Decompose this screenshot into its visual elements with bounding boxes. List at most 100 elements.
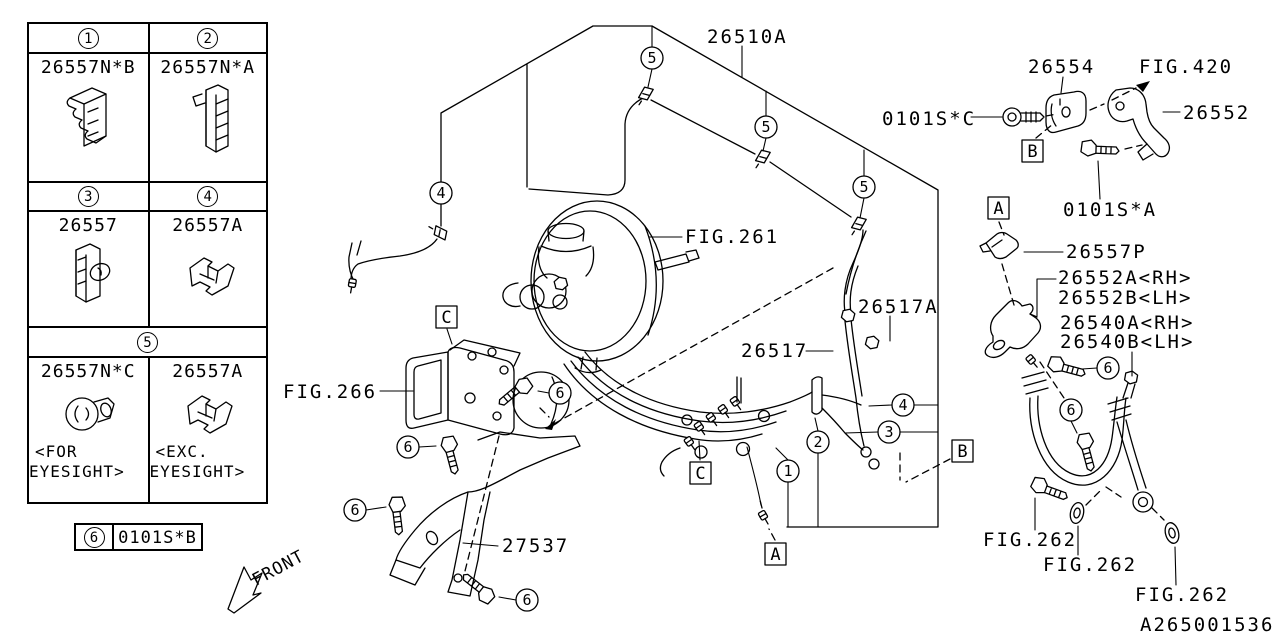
clip-icon-26557a (189, 257, 235, 296)
callout-1: 1 (776, 459, 800, 483)
svg-text:C: C (695, 464, 705, 484)
legend-cell-4: 26557A (147, 212, 267, 326)
front-arrow: FRONT (227, 546, 308, 614)
hardware-legend-box: 6 0101S*B (74, 523, 203, 551)
label-fig261: FIG.261 (685, 226, 779, 248)
dashed-reference-lines (463, 87, 1165, 576)
clip-icon-26557a-2 (187, 395, 233, 434)
hardware-legend-number: 6 (76, 525, 114, 549)
circled-number-6: 6 (83, 526, 105, 548)
label-fig266: FIG.266 (283, 381, 377, 403)
legend-cell-5-header: 5 (29, 328, 266, 358)
legend-cell-5-left: 26557N*C <FOR EYESIGHT> (29, 358, 148, 502)
clip-icon-26557 (75, 243, 111, 303)
circled-number-1: 1 (77, 27, 99, 49)
circled-number-4: 4 (197, 186, 219, 207)
note-line: <FOR (35, 442, 78, 461)
part-number: 26557A (172, 361, 244, 382)
callout-6-bracket-left: 6 (343, 498, 367, 522)
svg-text:6: 6 (350, 501, 359, 519)
circled-number-3: 3 (77, 186, 99, 207)
abs-unit (405, 328, 570, 436)
ref-letter-boxes: C C A B B A (435, 139, 1044, 566)
callout-2: 2 (806, 430, 830, 454)
svg-text:2: 2 (813, 433, 822, 451)
part-number: 26557A (172, 215, 244, 236)
label-fig420: FIG.420 (1139, 56, 1233, 78)
label-0101s-c: 0101S*C (882, 108, 976, 130)
ref-box-c-lower: C (689, 461, 712, 485)
legend-cell-2-header: 2 (147, 24, 267, 52)
callout-6-bracket-top: 6 (396, 435, 420, 459)
legend-cell-2: 26557N*A (147, 54, 267, 181)
legend-cell-3: 26557 (29, 212, 148, 326)
svg-text:A: A (993, 199, 1003, 219)
label-26552: 26552 (1183, 102, 1250, 124)
label-fig262-mid: FIG.262 (1043, 554, 1137, 576)
label-fig262-right: FIG.262 (1135, 584, 1229, 606)
brake-pipe-lines (348, 96, 867, 506)
label-26552b-lh: 26552B<LH> (1058, 287, 1192, 309)
svg-text:4: 4 (436, 184, 445, 202)
svg-text:C: C (441, 308, 451, 328)
ref-box-c-upper: C (435, 305, 458, 329)
clip-icon-26557na (192, 84, 229, 153)
bolt-icons (387, 107, 1120, 607)
label-26557p: 26557P (1066, 241, 1147, 263)
svg-text:6: 6 (1066, 401, 1075, 419)
clip-icon-26557nb (66, 87, 107, 147)
right-side-parts (979, 87, 1171, 359)
dashed-arrowheads (545, 81, 1150, 430)
note-line: <EXC. (155, 442, 209, 461)
pipe-clips (428, 84, 870, 244)
callout-5-a: 5 (640, 46, 664, 70)
label-fig262-left: FIG.262 (983, 529, 1077, 551)
clip-legend-table: 1 2 26557N*B 26557N*A (27, 22, 268, 504)
svg-text:B: B (1027, 142, 1037, 162)
svg-text:4: 4 (898, 396, 907, 414)
label-26510a: 26510A (707, 26, 788, 48)
drawing-code: A265001536 (1140, 614, 1274, 636)
callout-6-bracket-bottom: 6 (515, 588, 539, 612)
svg-text:6: 6 (555, 384, 564, 402)
ref-box-b-mid: B (951, 439, 974, 463)
part-number: 26557N*A (160, 57, 256, 78)
callouts: 4 5 5 5 4 3 2 1 6 6 6 6 6 6 (343, 46, 1120, 612)
svg-text:6: 6 (403, 438, 412, 456)
bolt-0101sc (1002, 107, 1045, 127)
part-number: 26557 (58, 215, 118, 236)
front-label: FRONT (249, 546, 308, 590)
bracket-27537 (389, 431, 581, 597)
part-labels: 26510A FIG.261 26517A 26517 FIG.266 2753… (283, 26, 1274, 636)
ref-box-a-right: A (987, 196, 1010, 220)
circled-number-5: 5 (137, 331, 158, 353)
callout-5-b: 5 (754, 115, 778, 139)
label-26540a-rh: 26540A<RH> (1060, 312, 1194, 334)
legend-cell-4-header: 4 (147, 183, 267, 210)
callout-3: 3 (877, 420, 901, 444)
svg-text:5: 5 (859, 178, 868, 196)
brake-hose (1021, 353, 1182, 546)
callout-6-hose-mid: 6 (1059, 398, 1083, 422)
legend-cell-3-header: 3 (29, 183, 148, 210)
callout-6-abs: 6 (548, 381, 572, 405)
hardware-legend-part: 0101S*B (118, 527, 197, 548)
label-26554: 26554 (1028, 56, 1095, 78)
svg-text:5: 5 (761, 118, 770, 136)
leader-lines (365, 25, 1181, 601)
svg-text:3: 3 (884, 423, 893, 441)
label-26517: 26517 (741, 340, 808, 362)
note-line: EYESIGHT> (29, 462, 125, 481)
svg-text:B: B (957, 442, 967, 462)
part-number: 26557N*C (40, 361, 136, 382)
pipe-junction-cluster (346, 277, 881, 527)
label-26540b-lh: 26540B<LH> (1060, 331, 1194, 353)
callout-4-right: 4 (891, 393, 915, 417)
svg-text:1: 1 (783, 462, 792, 480)
svg-text:A: A (770, 545, 780, 565)
label-27537: 27537 (502, 535, 569, 557)
brake-booster (502, 200, 700, 374)
legend-cell-5-right: 26557A <EXC. EYESIGHT> (147, 358, 267, 502)
